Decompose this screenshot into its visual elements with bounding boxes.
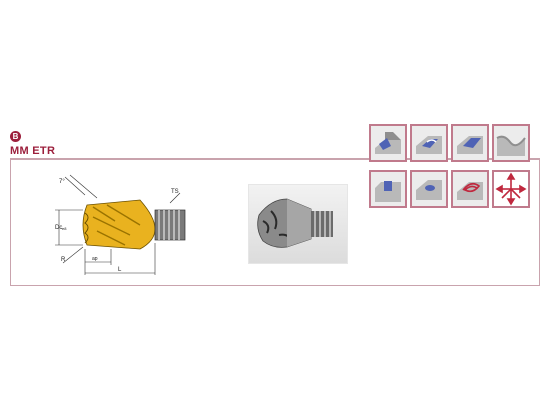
plunge-milling-icon bbox=[410, 170, 448, 208]
helical-interpolation-icon bbox=[451, 170, 489, 208]
multi-direction-icon bbox=[492, 170, 530, 208]
product-photo bbox=[248, 184, 348, 264]
diameter-sub: e8 bbox=[62, 226, 67, 231]
technical-drawing: 7° TS Dc e8 R ap L bbox=[55, 174, 186, 275]
step-milling-icon bbox=[369, 170, 407, 208]
diameter-label: Dc bbox=[55, 225, 62, 231]
radius-label: R bbox=[61, 257, 66, 263]
ap-label: ap bbox=[92, 256, 98, 262]
section-badge: B bbox=[10, 131, 21, 142]
shoulder-milling-icon bbox=[369, 124, 407, 162]
title-rule bbox=[10, 158, 540, 160]
pocket-milling-icon bbox=[451, 124, 489, 162]
slot-milling-icon bbox=[410, 124, 448, 162]
threaded-shank bbox=[154, 209, 186, 241]
length-label: L bbox=[118, 267, 122, 273]
profiling-icon bbox=[492, 124, 530, 162]
angle-label: 7° bbox=[59, 179, 65, 185]
ts-label: TS bbox=[171, 189, 179, 195]
section-title: MM ETR bbox=[10, 145, 56, 157]
